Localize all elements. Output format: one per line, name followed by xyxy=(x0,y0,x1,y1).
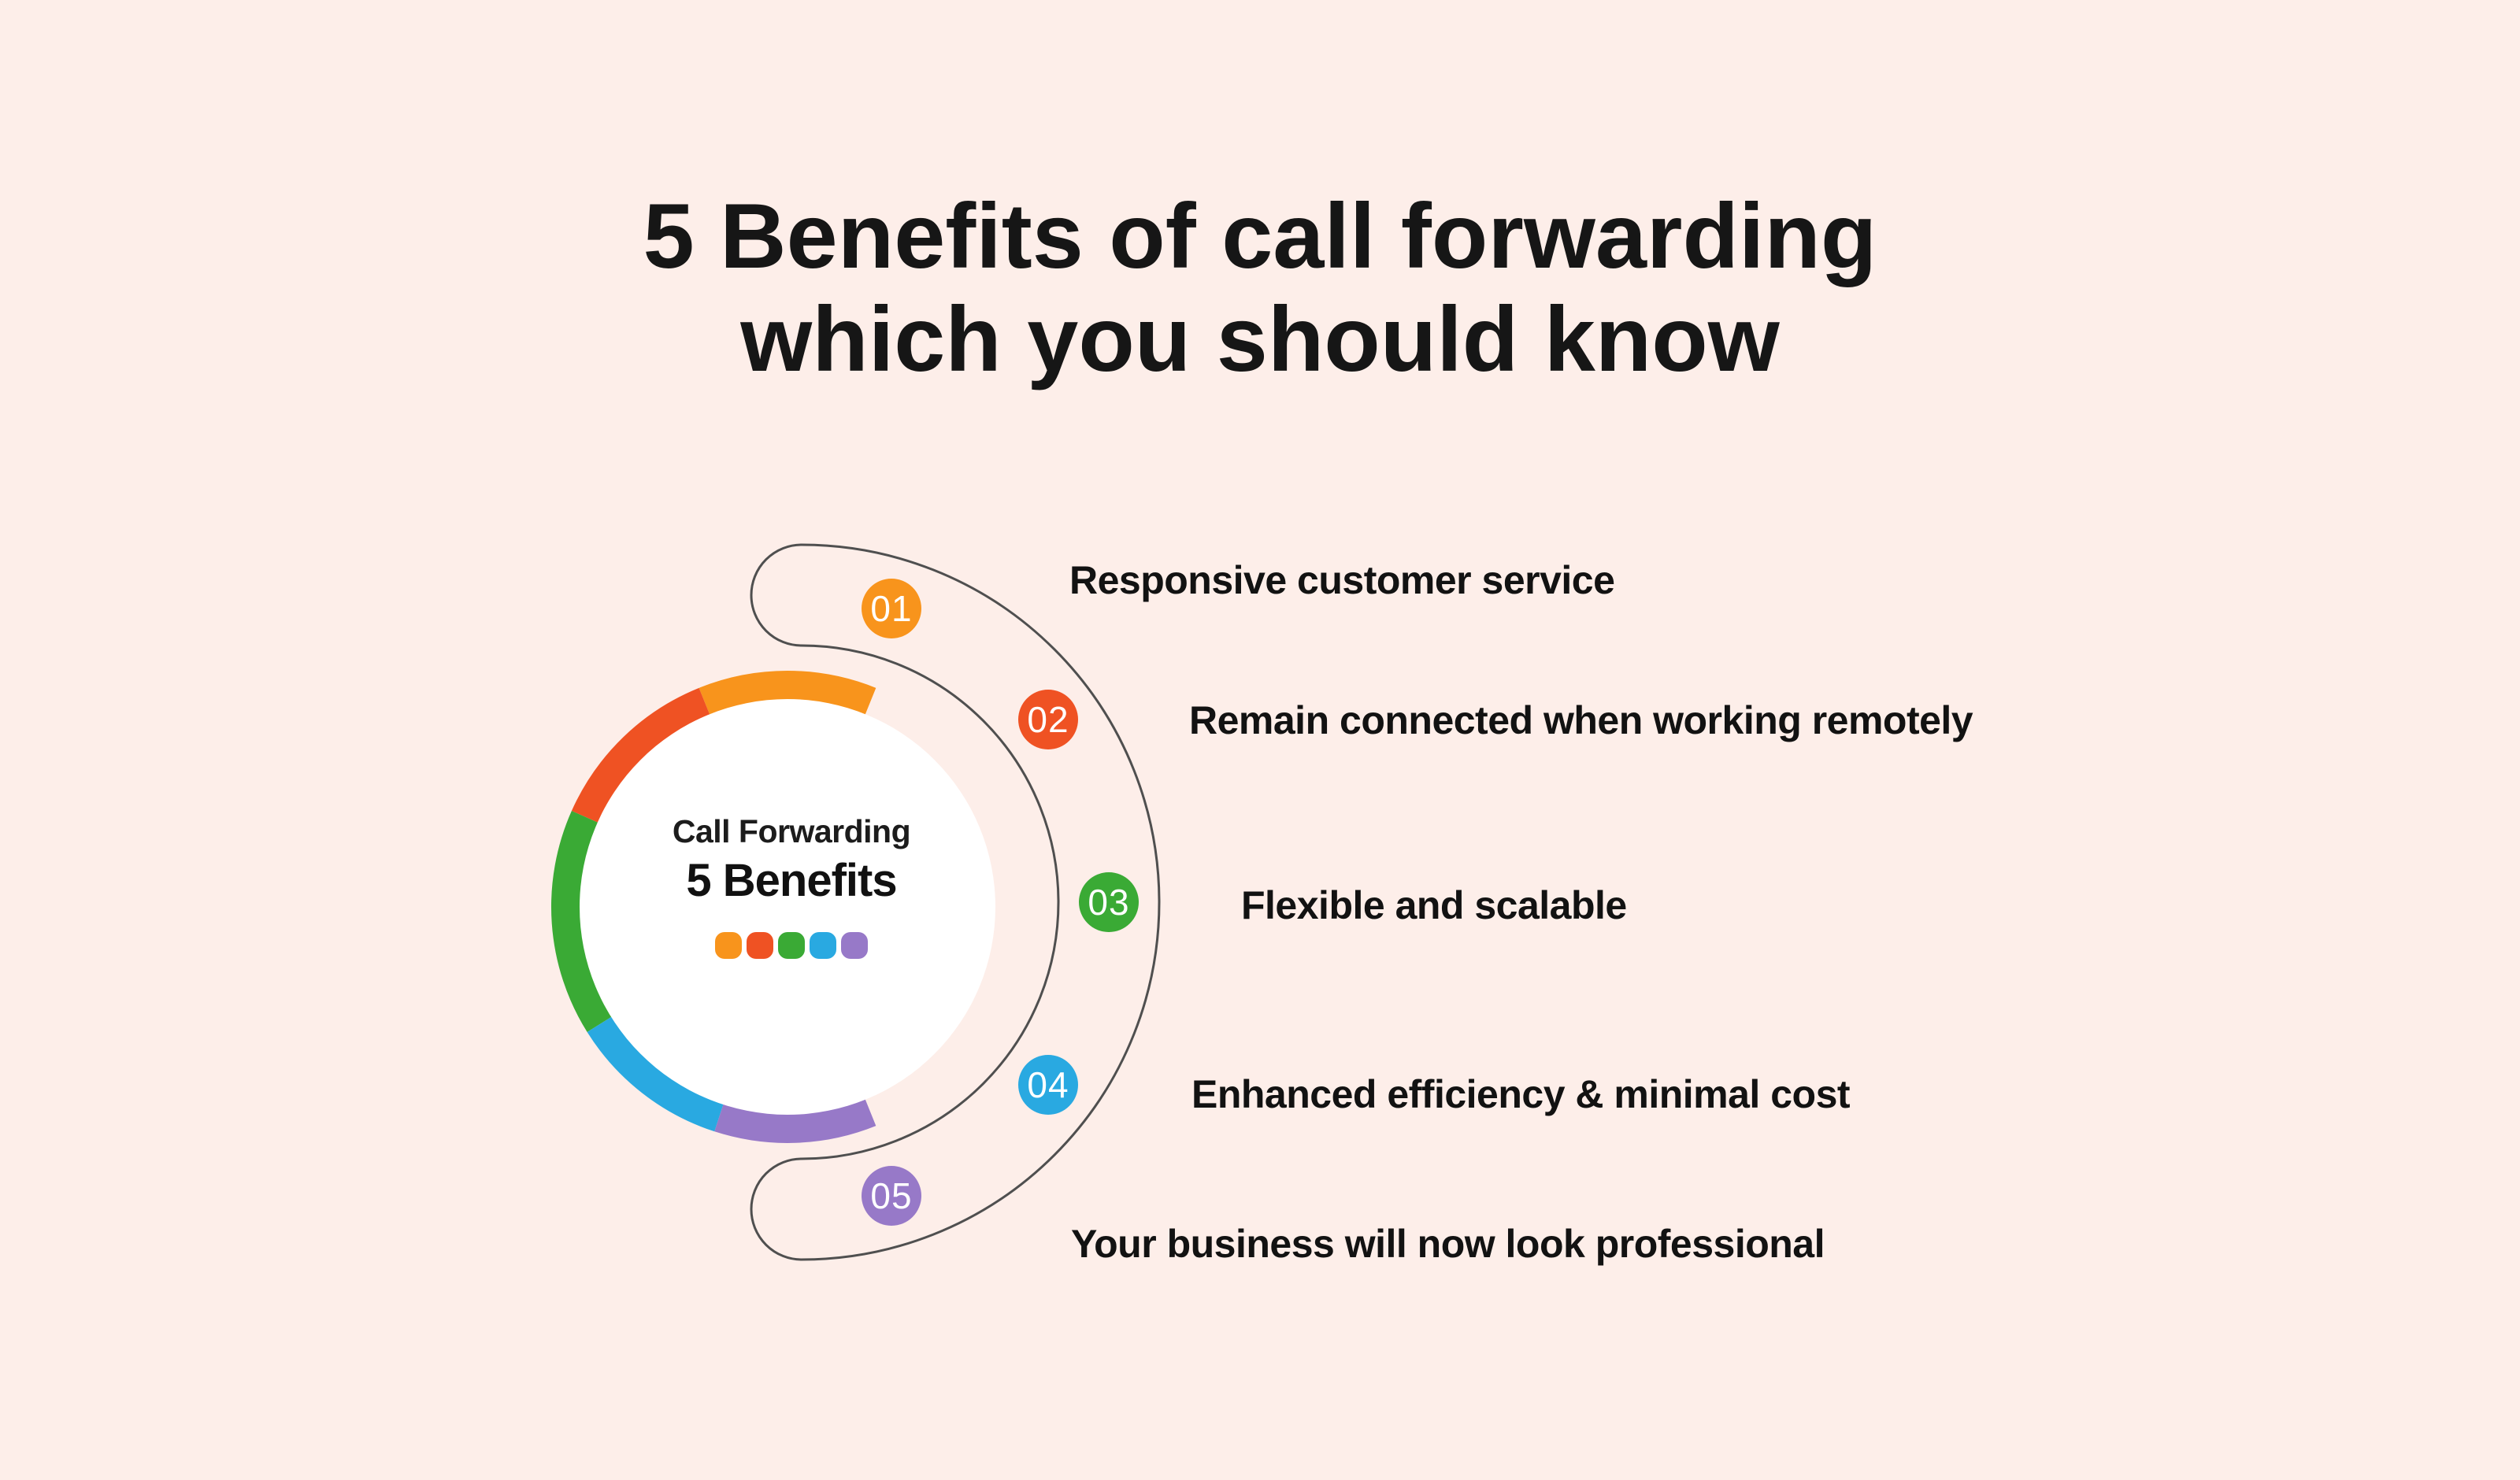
dot-blue-icon xyxy=(810,932,836,959)
badge-04: 04 xyxy=(1018,1055,1078,1115)
ring-segment-green xyxy=(551,810,613,1033)
ring-segment-orange xyxy=(699,671,876,716)
ring-segment-purple xyxy=(714,1098,876,1143)
dot-red-icon xyxy=(747,932,773,959)
benefit-label-4: Enhanced efficiency & minimal cost xyxy=(1191,1072,1851,1116)
badge-05: 05 xyxy=(862,1166,921,1226)
benefit-label-5: Your business will now look professional xyxy=(1071,1222,1825,1266)
benefit-label-1: Responsive customer service xyxy=(1069,558,1615,602)
center-title: 5 Benefits xyxy=(686,855,897,906)
center-subtitle: Call Forwarding xyxy=(672,813,911,849)
center-dot-row xyxy=(551,932,1032,959)
benefit-label-2: Remain connected when working remotely xyxy=(1189,698,1973,742)
badge-03: 03 xyxy=(1079,872,1139,932)
ring-segment-red xyxy=(571,687,710,823)
ring-segment-blue xyxy=(587,1016,724,1132)
badge-01: 01 xyxy=(862,579,921,638)
page-title-line2: which you should know xyxy=(740,287,1780,390)
badge-02: 02 xyxy=(1018,690,1078,749)
dot-orange-icon xyxy=(715,932,742,959)
dot-green-icon xyxy=(778,932,805,959)
center-circle xyxy=(580,699,995,1115)
page-title: 5 Benefits of call forwarding which you … xyxy=(0,184,2520,390)
benefit-label-3: Flexible and scalable xyxy=(1241,883,1627,927)
dot-purple-icon xyxy=(841,932,868,959)
page-title-line1: 5 Benefits of call forwarding xyxy=(643,184,1877,287)
crescent-outline xyxy=(750,543,1161,1261)
